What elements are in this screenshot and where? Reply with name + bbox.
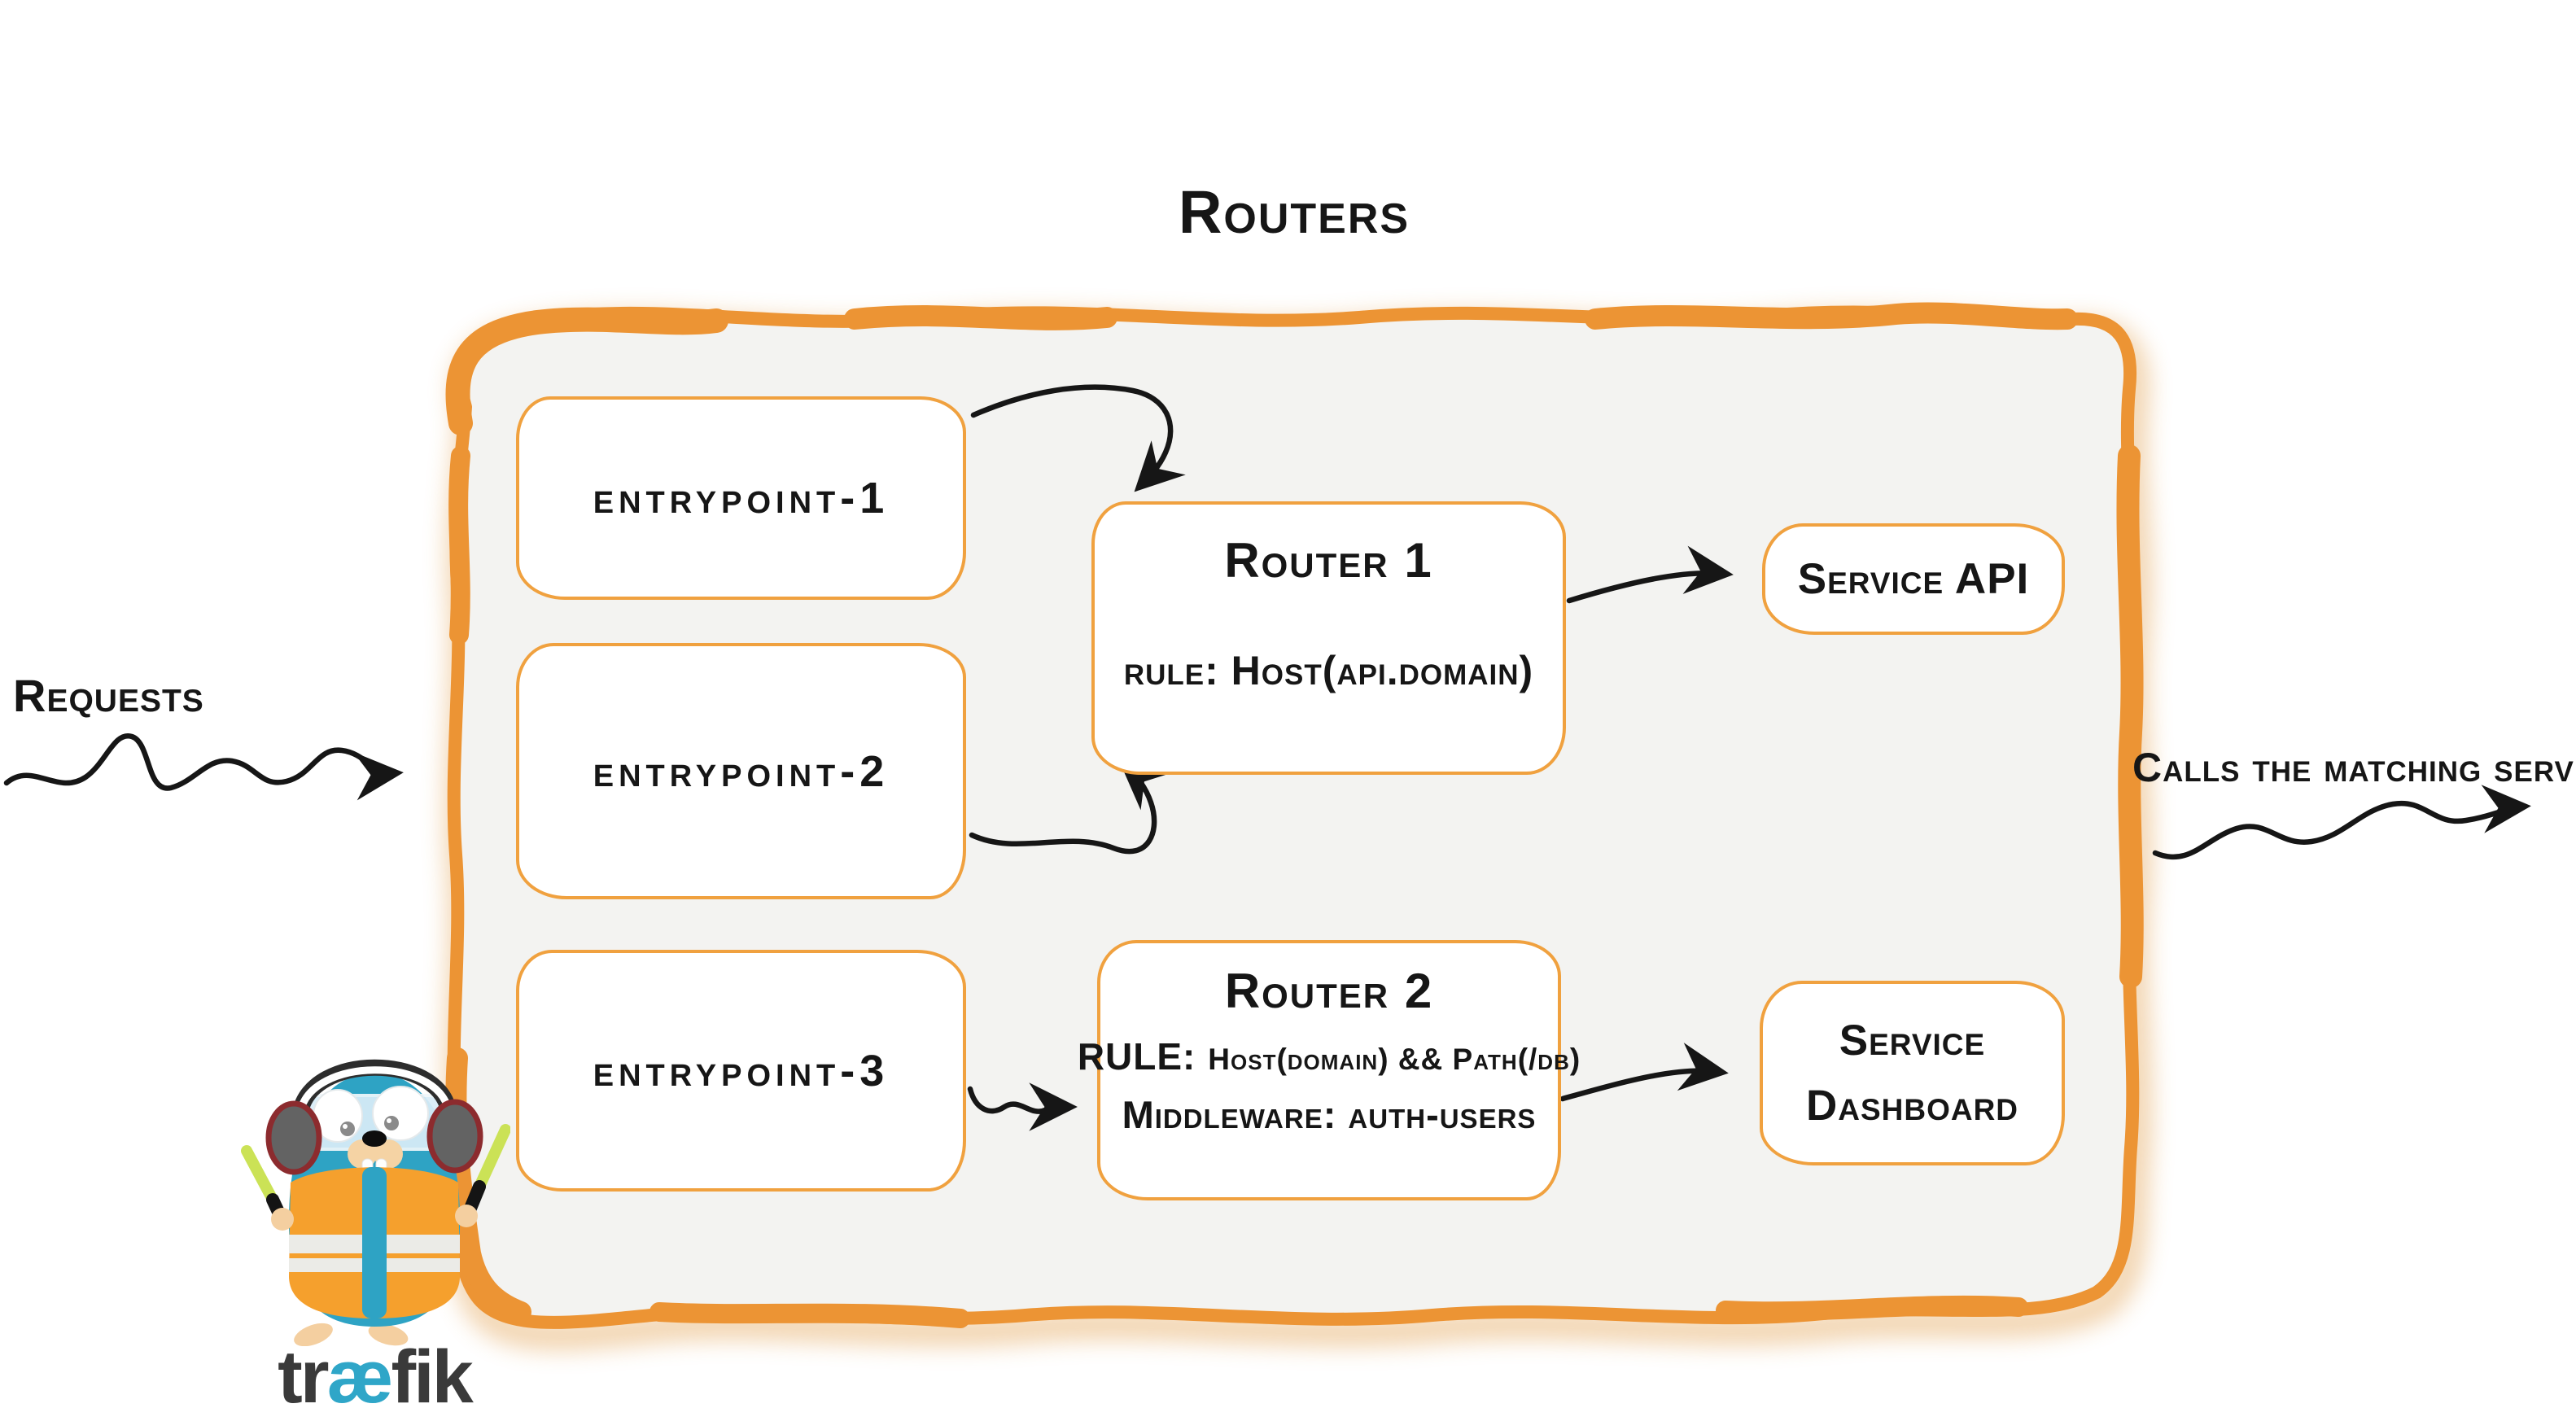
traefik-gopher-logo — [241, 1059, 510, 1346]
gopher-hand — [271, 1208, 294, 1231]
router-2-middleware: Middleware: auth-users — [1122, 1093, 1537, 1136]
service-api-box: Service API — [1762, 523, 2065, 635]
service-api-label: Service API — [1797, 554, 2030, 603]
arrow-router2-to-service-dashboard — [1559, 1043, 1729, 1102]
wordmark-ae: æ — [326, 1336, 394, 1408]
arrow-entrypoint1-to-router1 — [970, 384, 1186, 492]
service-dashboard-box: Service Dashboard — [1760, 981, 2065, 1165]
service-dashboard-label: Service Dashboard — [1806, 1008, 2018, 1138]
safety-vest-icon — [289, 1167, 460, 1318]
gopher-hand — [455, 1205, 478, 1227]
entrypoint-3-label: entrypoint-3 — [593, 1046, 890, 1095]
gopher-eyes — [313, 1086, 429, 1143]
router-1-name: Router 1 — [1224, 533, 1433, 588]
arrow-entrypoint2-to-router1 — [969, 760, 1172, 855]
calls-label: Calls the matching server — [2132, 745, 2576, 790]
router-1-rule: rule: Host(api.domain) — [1123, 648, 1534, 693]
headphones-icon — [265, 1059, 483, 1175]
diagram-title: Routers — [1178, 178, 1410, 246]
arrow-calls-out — [2152, 785, 2531, 860]
gopher-foot — [294, 1323, 333, 1346]
wordmark-prefix: tr — [278, 1336, 329, 1408]
entrypoint-1-box: entrypoint-1 — [516, 396, 966, 600]
entrypoint-3-box: entrypoint-3 — [516, 950, 966, 1192]
entrypoint-2-box: entrypoint-2 — [516, 643, 966, 899]
wordmark-suffix: fik — [391, 1336, 473, 1408]
router-1-box: Router 1 rule: Host(api.domain) — [1091, 501, 1566, 775]
entrypoint-1-label: entrypoint-1 — [593, 474, 890, 523]
router-2-rule-label: RULE: — [1077, 1035, 1196, 1078]
router-2-box: Router 2 RULE: Host(domain) && Path(/db)… — [1078, 940, 1580, 1200]
arrow-entrypoint3-to-router2 — [967, 1082, 1078, 1131]
traefik-wordmark: træfik — [230, 1335, 518, 1408]
gopher-foot — [368, 1323, 409, 1346]
arrow-router1-to-service-api — [1566, 545, 1734, 604]
arrow-requests-in — [3, 733, 404, 801]
requests-label: Requests — [13, 670, 204, 721]
router-2-rule-value: Host(domain) && Path(/db) — [1208, 1043, 1581, 1076]
router-2-rule: RULE: Host(domain) && Path(/db) — [1078, 1032, 1581, 1079]
service-dashboard-line2: Dashboard — [1805, 1081, 2019, 1130]
router-2-name: Router 2 — [1224, 964, 1434, 1018]
service-dashboard-line1: Service — [1839, 1017, 1986, 1065]
entrypoint-2-label: entrypoint-2 — [593, 746, 890, 796]
